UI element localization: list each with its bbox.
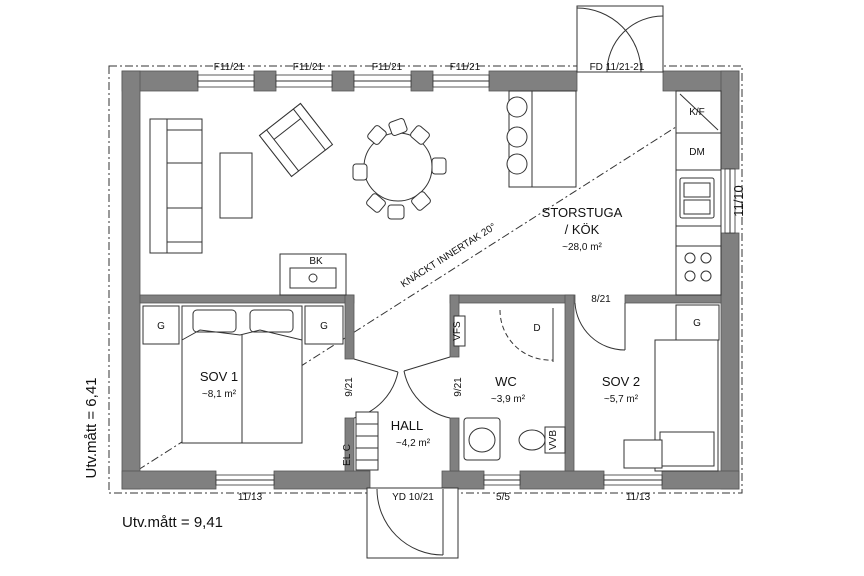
room-area-sov1: ~8,1 m²: [202, 389, 237, 400]
door-sov2: [574, 302, 626, 351]
coffee-table: [219, 152, 253, 219]
window-label: F11/21: [214, 62, 245, 73]
kf-label: K/F: [689, 107, 705, 118]
vvb-label: VVB: [548, 430, 559, 450]
wc-shower-screen: [499, 308, 554, 362]
room-name-hall: HALL: [391, 418, 424, 433]
sofa: [149, 118, 203, 254]
wc-window-label: 5/5: [496, 492, 510, 503]
windows: [197, 74, 736, 486]
kitchen-counter: [675, 90, 722, 296]
bk-label: BK: [309, 256, 323, 267]
g-label-sov1-right: G: [320, 321, 328, 332]
window-labels: F11/21 F11/21 F11/21 F11/21 FD 11/21-21 …: [214, 62, 746, 503]
room-area-storstuga: ~28,0 m²: [562, 242, 602, 253]
dm-label: DM: [689, 147, 705, 158]
entry-door-label: YD 10/21: [392, 492, 434, 503]
d-label: D: [533, 323, 540, 334]
sov2-furniture: [623, 304, 720, 472]
room-area-wc: ~3,9 m²: [491, 394, 526, 405]
exterior-walls: [121, 70, 740, 490]
room-area-sov2: ~5,7 m²: [604, 394, 639, 405]
front-door-label: FD 11/21-21: [590, 62, 645, 73]
door-label-sov2: 8/21: [591, 294, 611, 305]
window-label: F11/21: [372, 62, 403, 73]
g-label-sov1-left: G: [157, 321, 165, 332]
front-door: [576, 5, 664, 73]
kitchen-island: [506, 90, 577, 188]
window-label-bottom-right: 11/13: [626, 492, 651, 503]
door-label-wc: 9/21: [453, 377, 464, 397]
roof-note: KNÄCKT INNERTAK 20°: [398, 221, 498, 291]
door-hall-sov1: [353, 358, 399, 419]
fireplace: [279, 253, 347, 296]
window-label-right: 11/10: [731, 185, 746, 217]
door-labels: 9/21 9/21 8/21: [344, 294, 611, 397]
room-name-storstuga-2: / KÖK: [565, 222, 600, 237]
wc-fixtures: [463, 417, 566, 461]
room-name-sov1: SOV 1: [200, 369, 238, 384]
dimension-width: Utv.mått = 9,41: [122, 514, 223, 531]
door-label-sov1: 9/21: [344, 377, 355, 397]
room-labels: STORSTUGA / KÖK ~28,0 m² SOV 1 ~8,1 m² H…: [200, 205, 640, 449]
room-name-storstuga: STORSTUGA: [542, 205, 623, 220]
g-label-sov2: G: [693, 318, 701, 329]
door-hall-wc: [403, 356, 451, 419]
dimension-height: Utv.mått = 6,41: [83, 377, 100, 478]
entry-door: [366, 487, 459, 559]
window-label: F11/21: [450, 62, 481, 73]
dining-set: [352, 118, 447, 220]
room-area-hall: ~4,2 m²: [396, 438, 431, 449]
fixture-labels: K/F DM BK VFS VVB EL C D G G G: [157, 107, 705, 466]
window-label-bottom-left: 11/13: [238, 492, 263, 503]
room-name-wc: WC: [495, 374, 517, 389]
room-name-sov2: SOV 2: [602, 374, 640, 389]
sov1-furniture: [142, 305, 344, 444]
armchair: [258, 102, 334, 178]
window-label: F11/21: [293, 62, 324, 73]
elc-label: EL C: [342, 444, 353, 466]
vfs-label: VFS: [452, 321, 463, 341]
hall-fixtures: [355, 315, 466, 471]
